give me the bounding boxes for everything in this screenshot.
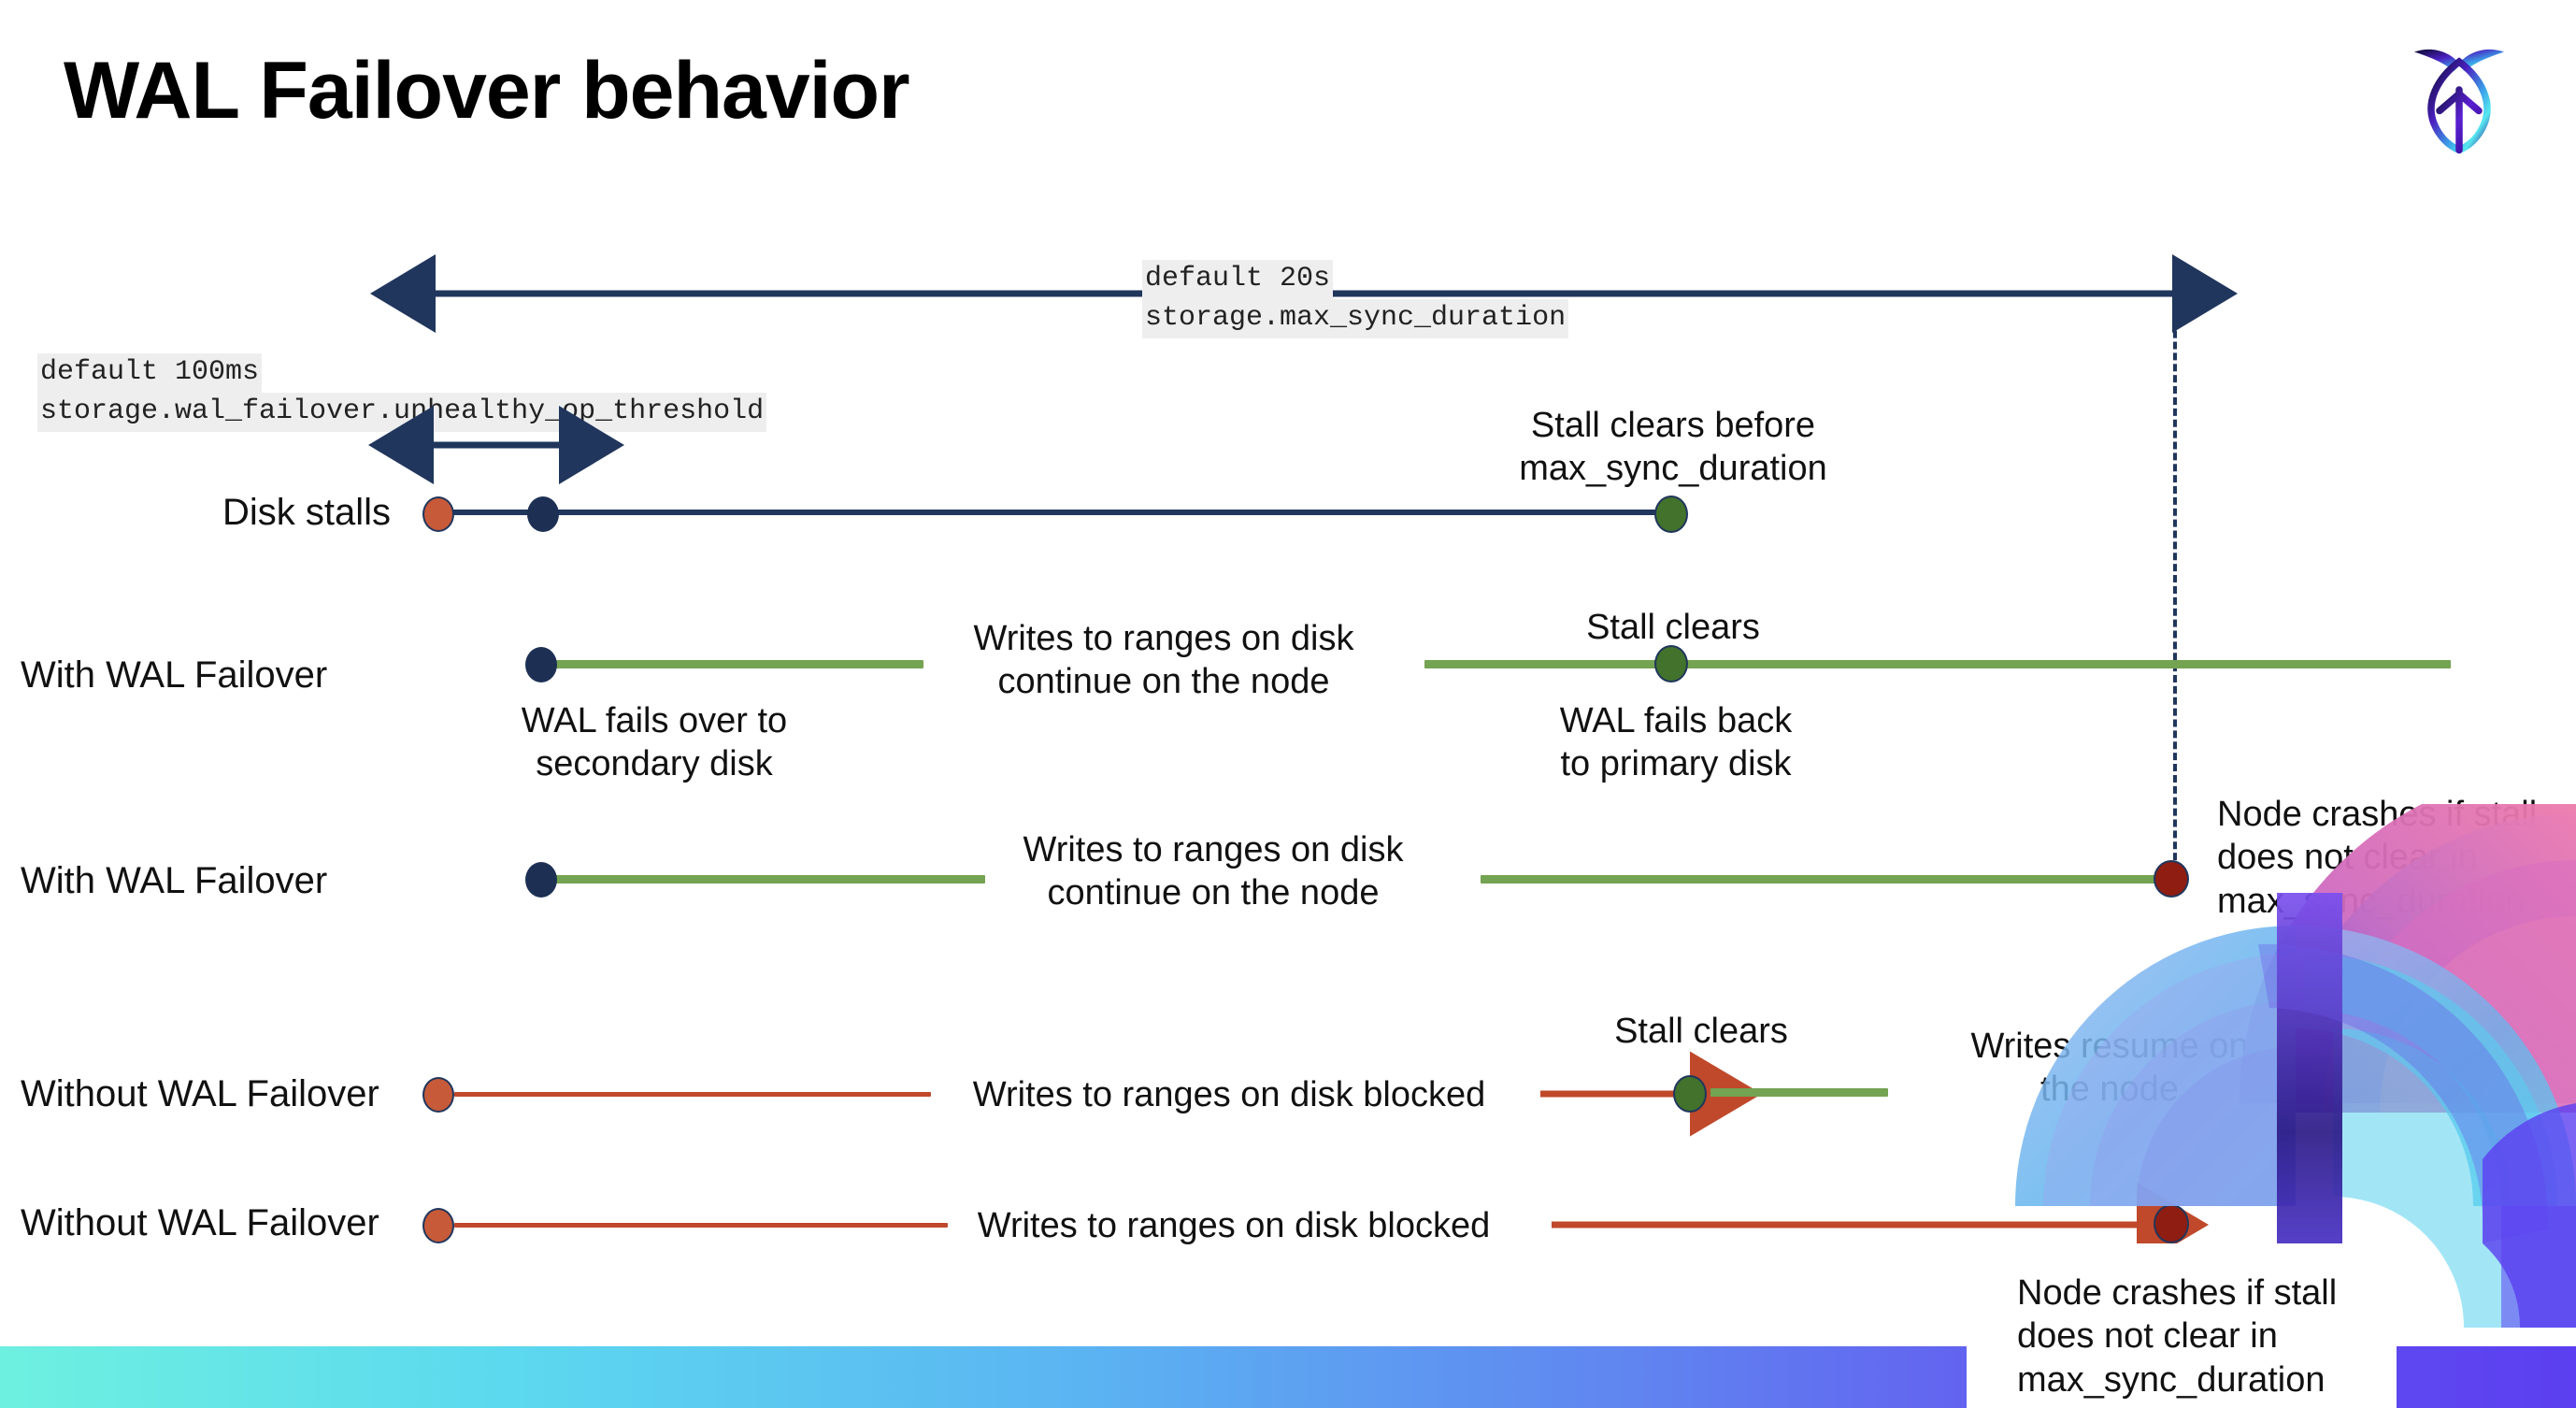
max-sync-setting-label: storage.max_sync_duration bbox=[1142, 299, 1569, 338]
note-stall-clears-before-max-sync: Stall clears before max_sync_duration bbox=[1519, 406, 1827, 489]
without-failover-2-stall-start-dot bbox=[422, 1208, 454, 1243]
with-failover-2-segment-a bbox=[540, 875, 985, 884]
note-stall-clears-1: Stall clears bbox=[1586, 608, 1760, 647]
wal-failover-start-dot bbox=[525, 647, 557, 682]
unhealthy-threshold-default-label: default 100ms bbox=[37, 353, 263, 393]
note-writes-blocked-1: Writes to ranges on disk blocked bbox=[972, 1075, 1486, 1114]
row-label-without-wal-failover-2: Without WAL Failover bbox=[21, 1202, 379, 1243]
without-failover-1-blocked-segment-a bbox=[454, 1092, 931, 1097]
with-failover-1-segment-b bbox=[1424, 660, 2451, 668]
with-failover-1-segment-a bbox=[540, 660, 923, 668]
cockroachdb-logo-icon bbox=[2414, 49, 2504, 154]
page-title: WAL Failover behavior bbox=[64, 46, 910, 136]
unhealthy-threshold-setting-label: storage.wal_failover.unhealthy_op_thresh… bbox=[37, 393, 767, 432]
row-label-disk-stalls: Disk stalls bbox=[222, 492, 392, 533]
disk-stall-clears-dot bbox=[1654, 496, 1688, 533]
without-failover-1-blocked-arrow bbox=[1540, 1051, 1762, 1137]
with-failover-1-stall-clears-dot bbox=[1654, 645, 1688, 682]
disk-stall-start-dot bbox=[422, 496, 454, 532]
disk-stall-detected-dot bbox=[527, 496, 559, 532]
wal-failover-start-dot-2 bbox=[525, 862, 557, 898]
row-label-with-wal-failover-1: With WAL Failover bbox=[21, 654, 328, 696]
note-wal-fails-back: WAL fails back to primary disk bbox=[1559, 701, 1793, 784]
without-failover-2-blocked-arrow bbox=[1552, 1182, 2209, 1268]
caption-backdrop bbox=[1967, 1243, 2397, 1408]
note-wal-fails-over: WAL fails over to secondary disk bbox=[521, 701, 788, 784]
disk-stalls-timeline bbox=[437, 510, 1681, 515]
max-sync-deadline-dashed-connector bbox=[2173, 297, 2177, 871]
without-failover-1-stall-clears-dot bbox=[1673, 1075, 1707, 1113]
without-failover-2-blocked-segment-a bbox=[454, 1223, 948, 1228]
note-writes-continue-1: Writes to ranges on disk continue on the… bbox=[973, 619, 1354, 702]
without-failover-1-resume-segment bbox=[1710, 1088, 1888, 1097]
without-failover-1-stall-start-dot bbox=[422, 1077, 454, 1113]
decorative-fan-graphic bbox=[2015, 804, 2576, 1328]
note-node-crashes-2: Node crashes if stall does not clear in … bbox=[2017, 1273, 2338, 1400]
with-failover-2-segment-b bbox=[1481, 875, 2176, 884]
max-sync-default-label: default 20s bbox=[1142, 260, 1334, 299]
row-label-with-wal-failover-2: With WAL Failover bbox=[21, 860, 328, 901]
note-writes-continue-2: Writes to ranges on disk continue on the… bbox=[1023, 830, 1404, 913]
note-writes-blocked-2: Writes to ranges on disk blocked bbox=[977, 1206, 1491, 1245]
row-label-without-wal-failover-1: Without WAL Failover bbox=[21, 1073, 379, 1114]
node-crash-dot-2 bbox=[2154, 1204, 2189, 1243]
unhealthy-threshold-span-arrow bbox=[368, 406, 624, 484]
node-crash-dot bbox=[2154, 860, 2189, 898]
note-stall-clears-2: Stall clears bbox=[1614, 1012, 1788, 1051]
